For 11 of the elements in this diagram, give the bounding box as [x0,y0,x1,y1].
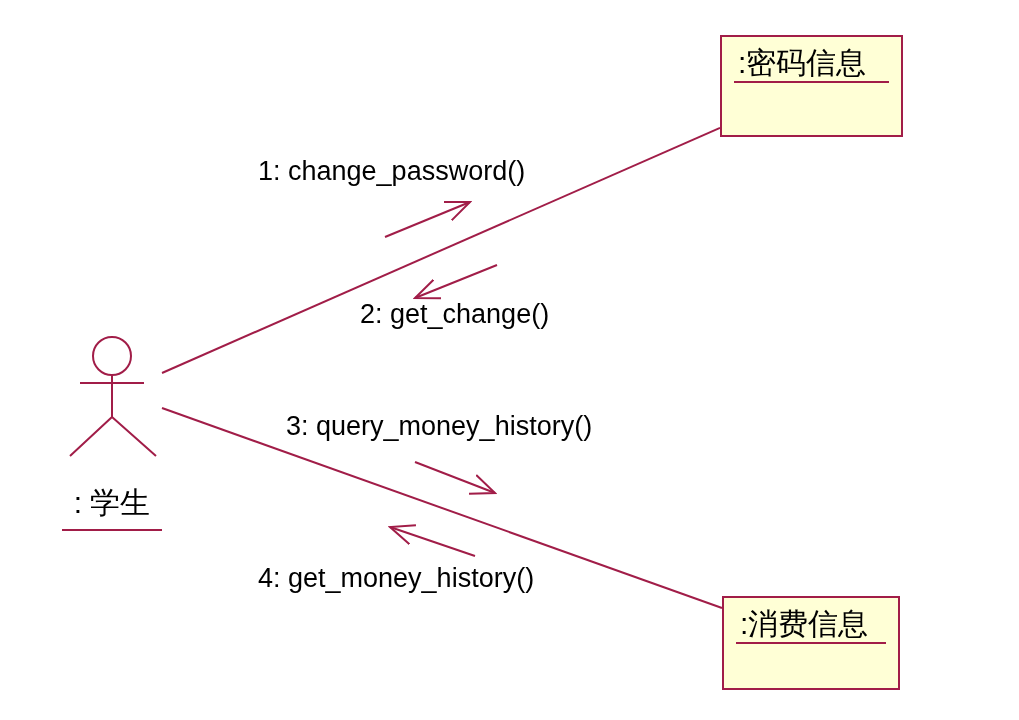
message-label: 4: get_money_history() [258,562,535,594]
object-name: :消费信息 [736,606,886,644]
message-label: 2: get_change() [360,298,550,330]
message-label: 1: change_password() [258,155,526,187]
message-label: 3: query_money_history() [286,410,593,442]
association-line [161,126,721,374]
object-box [722,596,900,690]
object-box [720,35,903,137]
association-line [161,407,723,610]
actor-name: : 学生 [62,481,162,531]
object-name: :密码信息 [734,45,889,83]
